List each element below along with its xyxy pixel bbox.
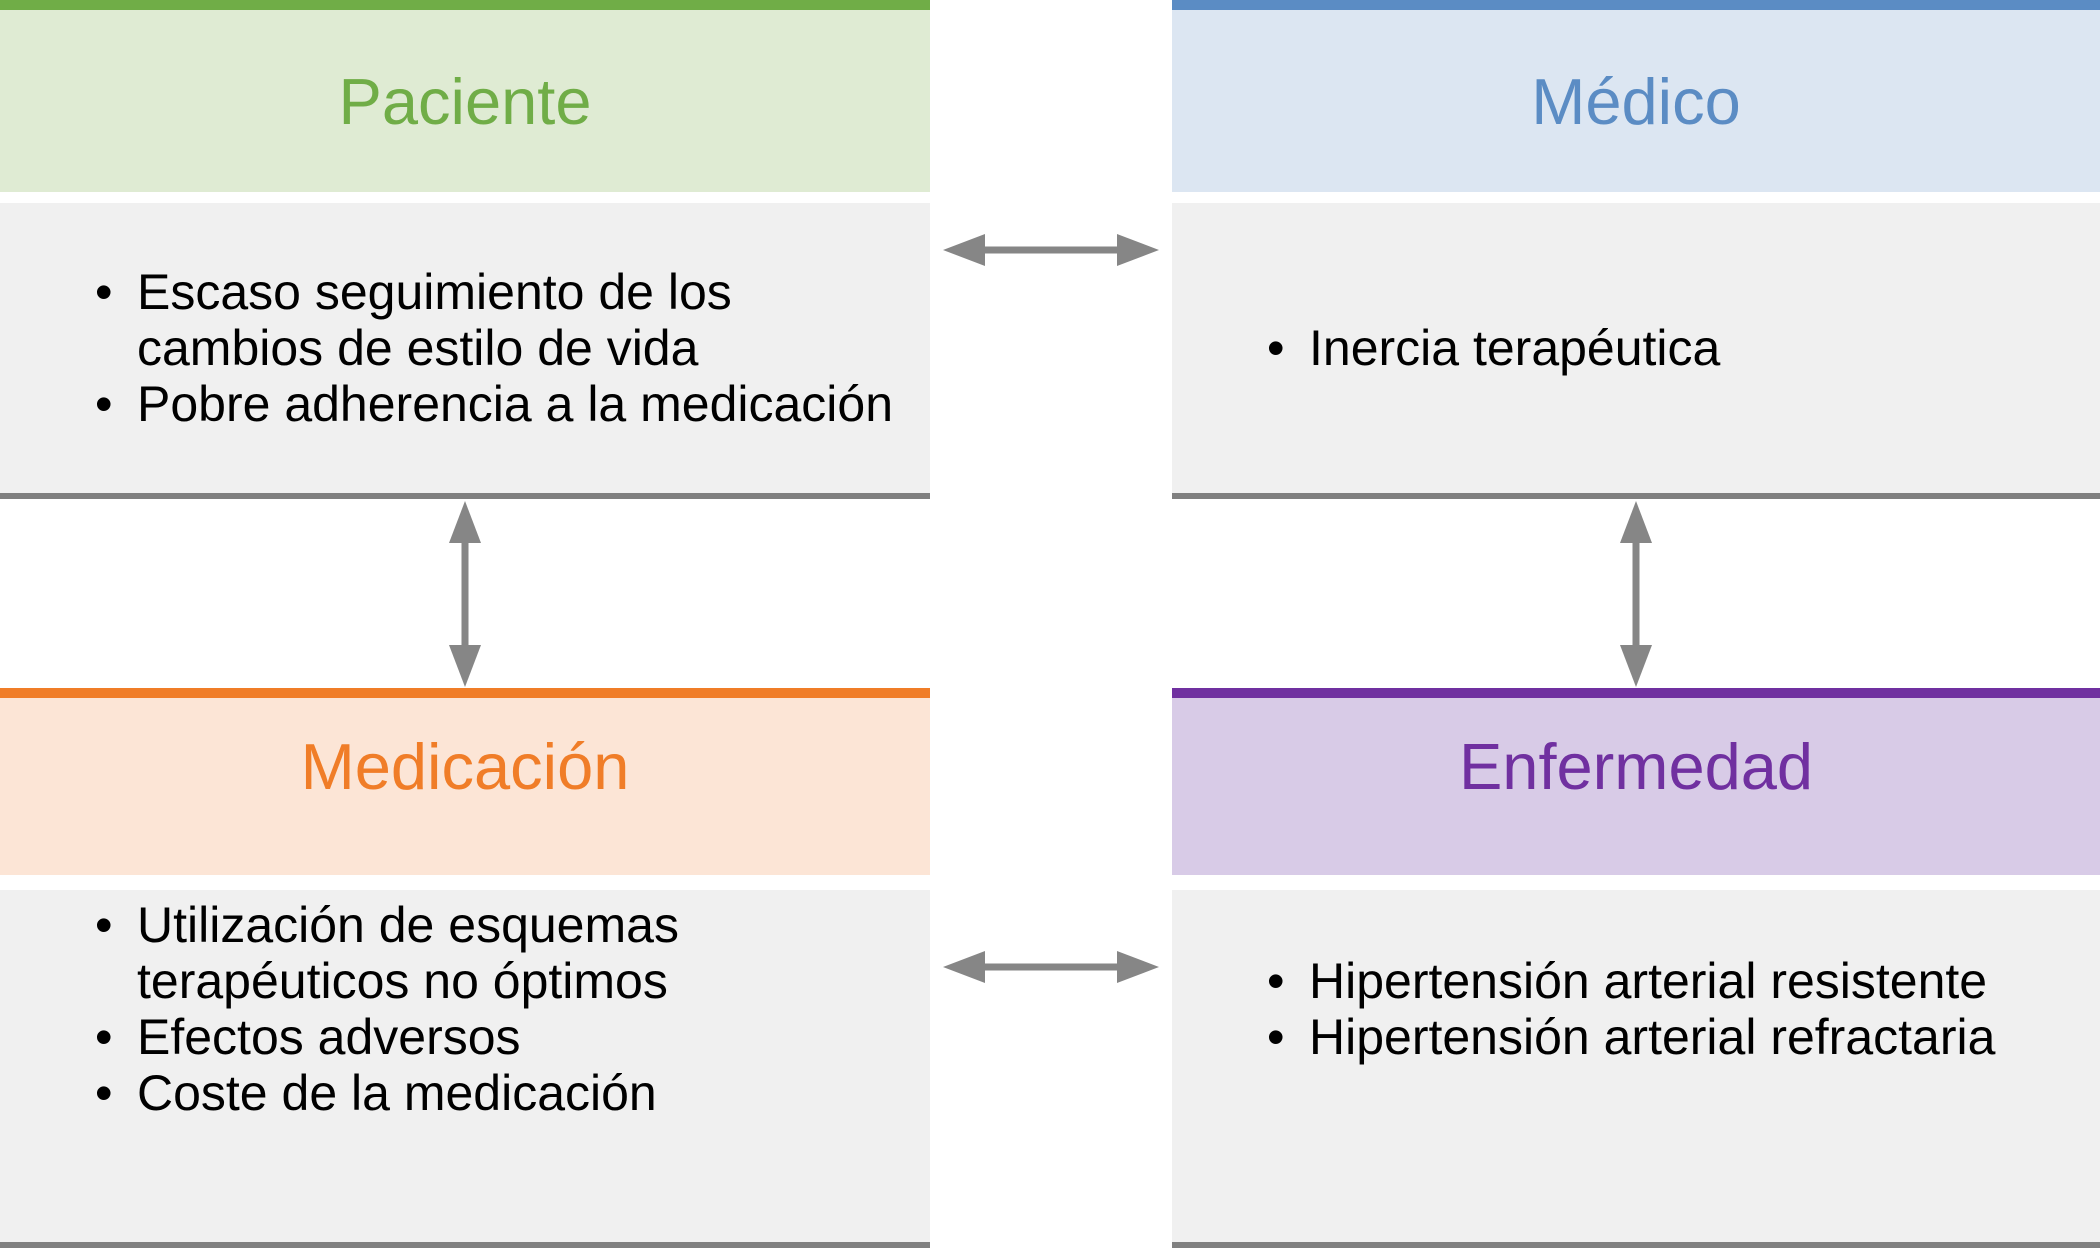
bullet-marker: • — [1267, 320, 1285, 376]
enfermedad-body: • Hipertensión arterial resistente • Hip… — [1172, 890, 2100, 1248]
medicacion-bullet-list: • Utilización de esquemas terapéuticos n… — [95, 897, 912, 1121]
bullet-text: Coste de la medicación — [137, 1065, 657, 1121]
medico-header: Médico — [1172, 0, 2100, 192]
medico-title: Médico — [1531, 64, 1741, 138]
bullet-item: • Escaso seguimiento de los cambios de e… — [95, 264, 912, 376]
double-arrow-paciente-medico-icon — [943, 230, 1159, 270]
medicacion-body: • Utilización de esquemas terapéuticos n… — [0, 890, 930, 1248]
bullet-marker: • — [95, 376, 113, 432]
bullet-text: Inercia terapéutica — [1309, 320, 1721, 376]
paciente-header: Paciente — [0, 0, 930, 192]
bullet-text: Hipertensión arterial resistente — [1309, 953, 1988, 1009]
bullet-text: Efectos adversos — [137, 1009, 521, 1065]
enfermedad-bullet-list: • Hipertensión arterial resistente • Hip… — [1267, 953, 2082, 1065]
bullet-text: Hipertensión arterial refractaria — [1309, 1009, 1996, 1065]
bullet-marker: • — [95, 897, 113, 953]
bullet-marker: • — [95, 1065, 113, 1121]
double-arrow-medico-enfermedad-icon — [1616, 501, 1656, 687]
bullet-item: • Pobre adherencia a la medicación — [95, 376, 912, 432]
bullet-marker: • — [1267, 953, 1285, 1009]
bullet-item: • Inercia terapéutica — [1267, 320, 2082, 376]
bullet-item: • Utilización de esquemas terapéuticos n… — [95, 897, 912, 1009]
medico-body: • Inercia terapéutica — [1172, 203, 2100, 499]
medicacion-header: Medicación — [0, 688, 930, 875]
bullet-item: • Coste de la medicación — [95, 1065, 912, 1121]
bullet-text: Utilización de esquemas terapéuticos no … — [137, 897, 679, 1009]
quadrant-enfermedad: Enfermedad • Hipertensión arterial resis… — [1172, 688, 2100, 1248]
medico-bullet-list: • Inercia terapéutica — [1267, 320, 2082, 376]
paciente-body: • Escaso seguimiento de los cambios de e… — [0, 203, 930, 499]
quadrant-paciente: Paciente • Escaso seguimiento de los cam… — [0, 0, 930, 499]
bullet-marker: • — [95, 1009, 113, 1065]
medicacion-title: Medicación — [300, 730, 630, 803]
enfermedad-title: Enfermedad — [1458, 730, 1814, 803]
double-arrow-paciente-medicacion-icon — [445, 501, 485, 687]
bullet-item: • Hipertensión arterial resistente — [1267, 953, 2082, 1009]
double-arrow-medicacion-enfermedad-icon — [943, 947, 1159, 987]
paciente-bullet-list: • Escaso seguimiento de los cambios de e… — [95, 264, 912, 432]
bullet-text: Escaso seguimiento de los cambios de est… — [137, 264, 732, 376]
enfermedad-header: Enfermedad — [1172, 688, 2100, 875]
bullet-marker: • — [95, 264, 113, 320]
bullet-item: • Efectos adversos — [95, 1009, 912, 1065]
paciente-title: Paciente — [338, 64, 592, 138]
quadrant-medico: Médico • Inercia terapéutica — [1172, 0, 2100, 499]
bullet-text: Pobre adherencia a la medicación — [137, 376, 894, 432]
bullet-item: • Hipertensión arterial refractaria — [1267, 1009, 2082, 1065]
bullet-marker: • — [1267, 1009, 1285, 1065]
quadrant-medicacion: Medicación • Utilización de esquemas ter… — [0, 688, 930, 1248]
